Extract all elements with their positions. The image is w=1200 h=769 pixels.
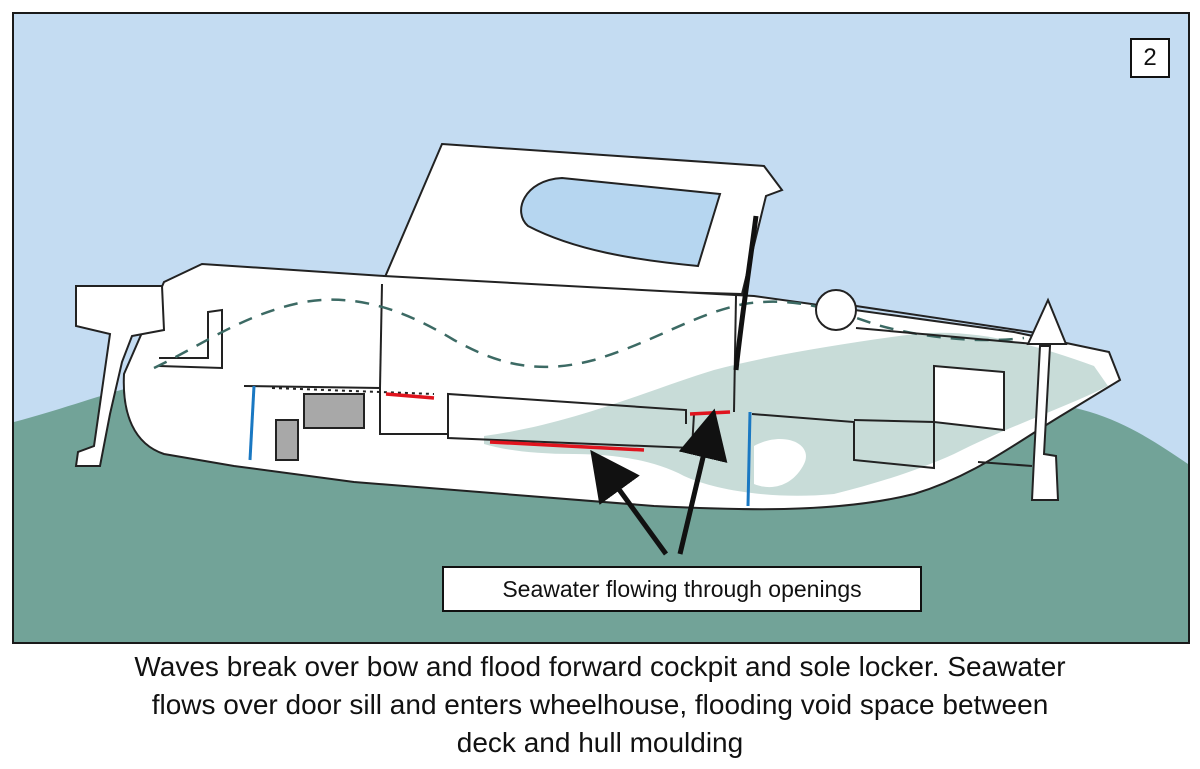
internal-water-level-dashed	[153, 298, 1025, 370]
forward-flood-pocket	[754, 439, 806, 488]
aft-bulkhead	[248, 385, 256, 461]
callout-label: Seawater flowing through openings	[442, 566, 922, 612]
bow-rail	[855, 305, 1045, 335]
life-ring	[815, 289, 857, 331]
deck-dotted-line	[271, 387, 435, 395]
wheelhouse-window	[520, 176, 722, 268]
wheelhouse-door-post	[733, 295, 737, 413]
panel-number-badge: 2	[1130, 38, 1170, 78]
bow-mast-triangle	[1026, 297, 1068, 345]
door-sill-opening	[689, 410, 731, 416]
aft-cockpit-outline	[158, 308, 223, 370]
arrow-to-sole-opening	[590, 449, 669, 556]
wheelhouse-aft-post	[379, 283, 383, 389]
outboard-motor	[74, 285, 166, 467]
forward-bulkhead	[746, 411, 752, 507]
diagram-panel: 2 Seawater flowing through openings	[12, 12, 1190, 644]
bow-cabin	[933, 364, 1005, 432]
stay-wire	[977, 461, 1033, 467]
bow-rail-lower	[855, 327, 1035, 345]
wheelhouse-door	[733, 215, 759, 371]
boat-flooding-illustration	[14, 14, 1188, 642]
bow-stem	[1030, 345, 1060, 501]
engine-block	[303, 393, 365, 429]
figure-caption: Waves break over bow and flood forward c…	[134, 651, 1066, 758]
arrow-to-door-sill	[677, 408, 728, 555]
sole-opening	[489, 440, 645, 452]
fuel-tank	[275, 419, 299, 461]
forward-locker	[751, 413, 935, 470]
deck-opening-aft	[385, 392, 435, 400]
